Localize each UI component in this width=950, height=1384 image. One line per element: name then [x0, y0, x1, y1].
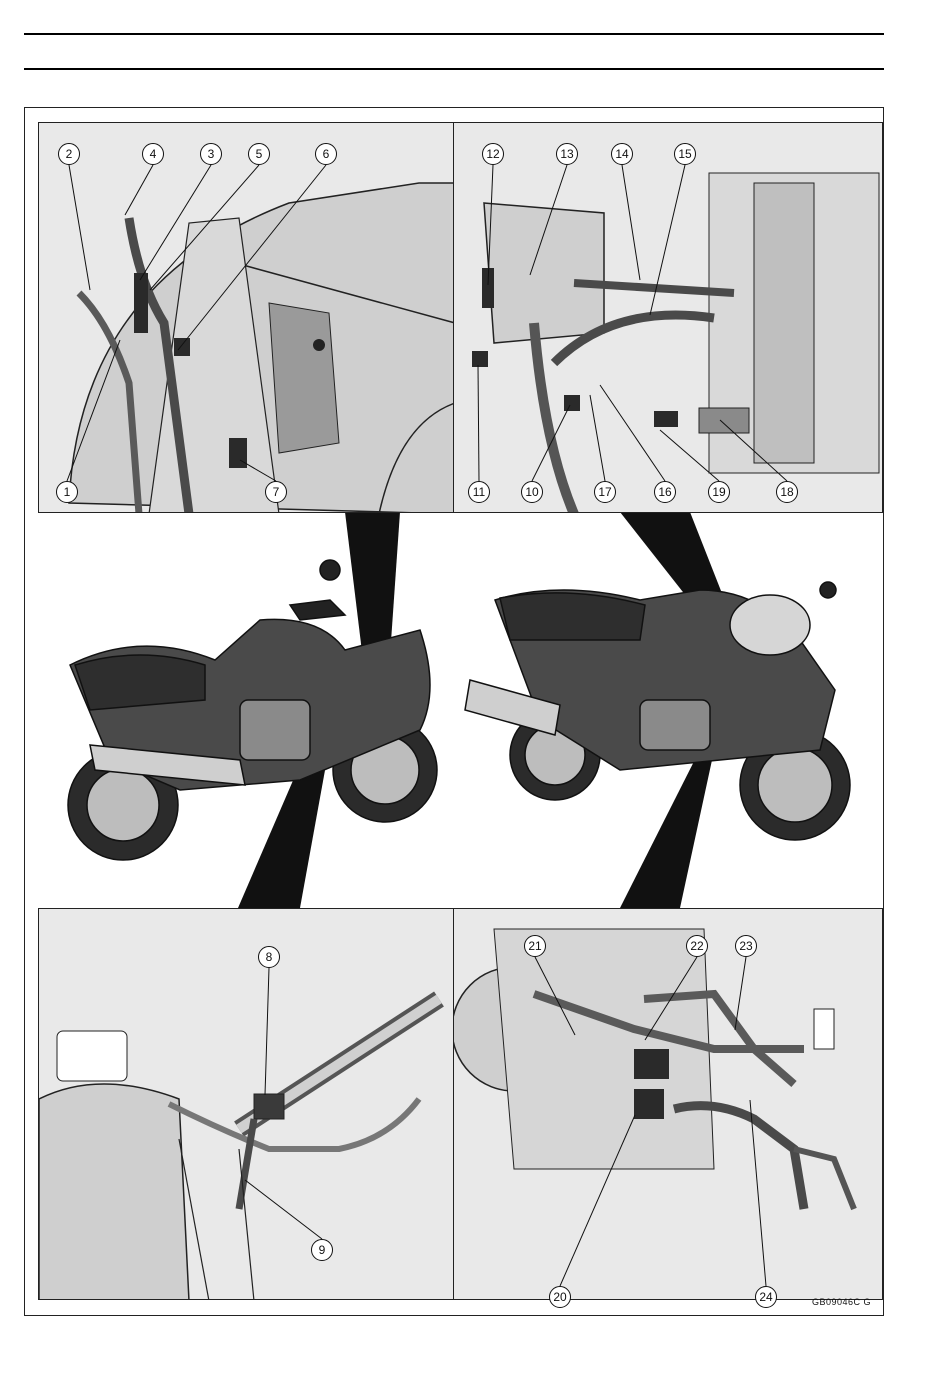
panel-rear-brake-reservoir [453, 122, 883, 513]
callout-20: 20 [549, 1286, 571, 1308]
callout-8: 8 [258, 946, 280, 968]
callout-10: 10 [521, 481, 543, 503]
callout-9: 9 [311, 1239, 333, 1261]
callout-3: 3 [200, 143, 222, 165]
callout-1: 1 [56, 481, 78, 503]
callout-24: 24 [755, 1286, 777, 1308]
callout-19: 19 [708, 481, 730, 503]
callout-12: 12 [482, 143, 504, 165]
motorcycle-right [465, 582, 850, 840]
panel-engine-hose-clamps [453, 908, 883, 1300]
callout-7: 7 [265, 481, 287, 503]
callout-18: 18 [776, 481, 798, 503]
callout-5: 5 [248, 143, 270, 165]
panel-front-brake-hose [38, 122, 454, 513]
callout-13: 13 [556, 143, 578, 165]
callout-17: 17 [594, 481, 616, 503]
callout-15: 15 [674, 143, 696, 165]
callout-21: 21 [524, 935, 546, 957]
callout-11: 11 [468, 481, 490, 503]
callout-2: 2 [58, 143, 80, 165]
callout-14: 14 [611, 143, 633, 165]
callout-16: 16 [654, 481, 676, 503]
callout-22: 22 [686, 935, 708, 957]
callout-4: 4 [142, 143, 164, 165]
callout-6: 6 [315, 143, 337, 165]
callout-23: 23 [735, 935, 757, 957]
panel-handlebar-clutch [38, 908, 454, 1300]
figure-reference-code: GB09046C G [812, 1297, 871, 1307]
